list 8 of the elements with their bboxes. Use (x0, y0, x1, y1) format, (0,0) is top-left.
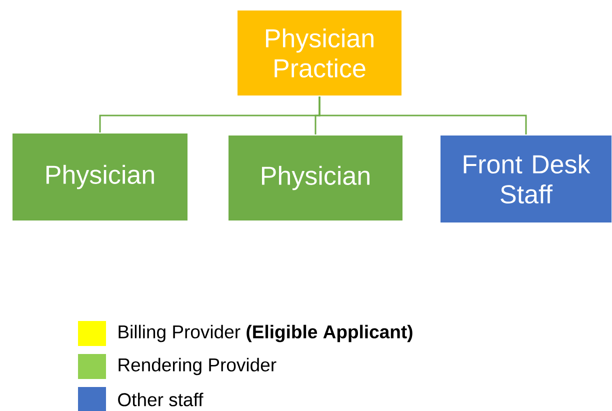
legend-label: Billing Provider (Eligible Applicant) (118, 324, 412, 342)
legend-label: Other staff (118, 392, 204, 406)
org-box: Front Desk Staff (440, 134, 612, 224)
org-box: Physician (12, 132, 188, 222)
legend-label: Rendering Provider (118, 358, 276, 376)
org-box: Physician (228, 134, 404, 222)
connector (318, 96, 527, 134)
org-box: Physician Practice (236, 10, 402, 96)
